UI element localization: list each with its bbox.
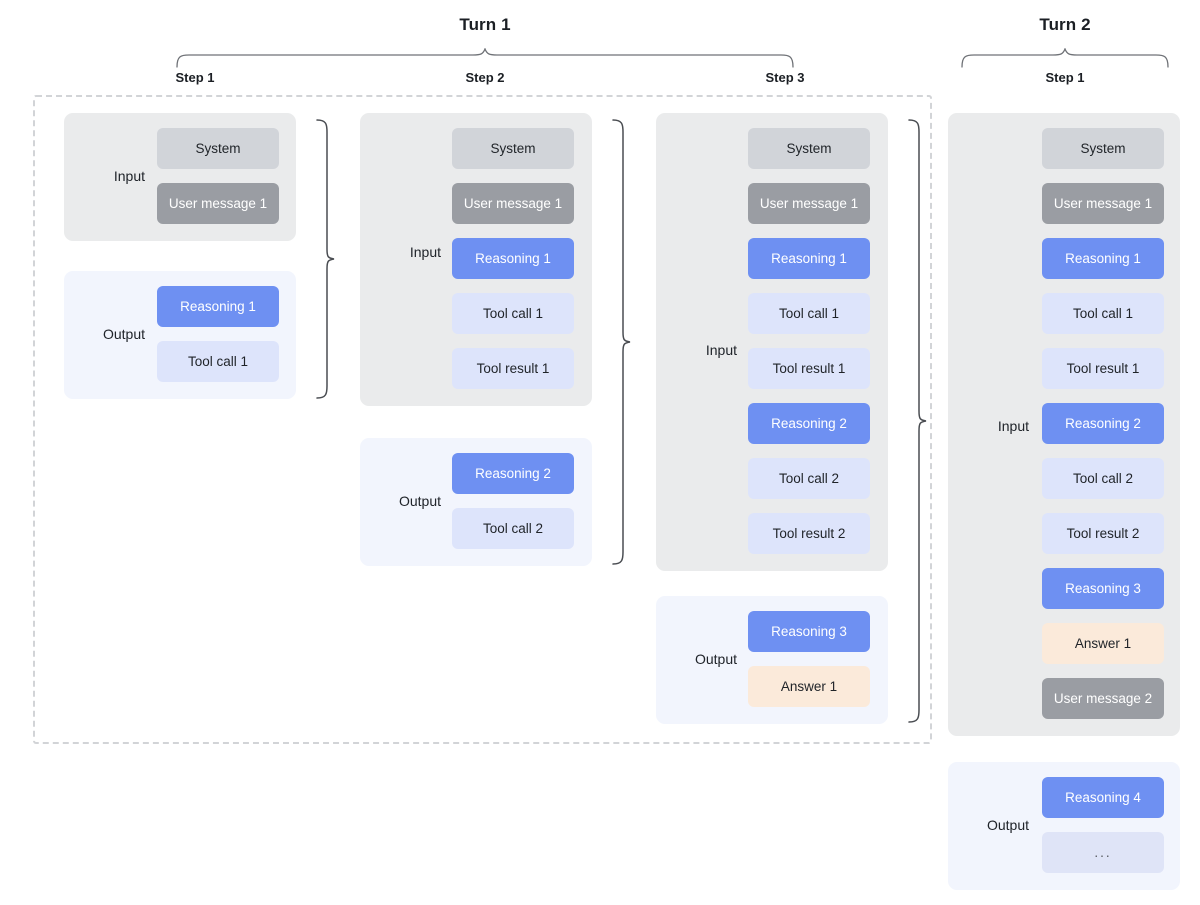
chip-ellipsis[interactable]: ... (1042, 832, 1164, 873)
t1-s1-input-label: Input (113, 168, 145, 184)
chip-user-message[interactable]: User message 1 (748, 183, 870, 224)
chip-reasoning[interactable]: Reasoning 2 (748, 403, 870, 444)
chip-system[interactable]: System (748, 128, 870, 169)
chip-tool-call[interactable]: Tool call 2 (452, 508, 574, 549)
chip-tool-result[interactable]: Tool result 1 (452, 348, 574, 389)
chip-reasoning[interactable]: Reasoning 1 (452, 238, 574, 279)
t1-s3-output-stack: Reasoning 3 Answer 1 (748, 611, 870, 707)
t1-s1-input-stack: System User message 1 (157, 128, 279, 224)
step-label-t2-s1: Step 1 (1045, 70, 1085, 85)
t1-s3-input-label: Input (705, 342, 737, 358)
chip-tool-result[interactable]: Tool result 2 (1042, 513, 1164, 554)
step-label-t1-s2: Step 2 (465, 70, 505, 85)
chip-reasoning[interactable]: Reasoning 3 (1042, 568, 1164, 609)
turn-1-title: Turn 1 (459, 15, 511, 34)
chip-reasoning[interactable]: Reasoning 2 (452, 453, 574, 494)
chip-tool-call[interactable]: Tool call 1 (157, 341, 279, 382)
chip-tool-call[interactable]: Tool call 2 (748, 458, 870, 499)
chip-user-message[interactable]: User message 1 (452, 183, 574, 224)
chip-tool-call[interactable]: Tool call 2 (1042, 458, 1164, 499)
chip-user-message[interactable]: User message 2 (1042, 678, 1164, 719)
chip-user-message[interactable]: User message 1 (1042, 183, 1164, 224)
t1-s1-output-label: Output (102, 326, 145, 342)
turn-1-region (33, 95, 932, 744)
t2-s1-input-stack: System User message 1 Reasoning 1 Tool c… (1042, 128, 1164, 719)
brace-step1-to-step2 (314, 118, 336, 400)
chip-answer[interactable]: Answer 1 (1042, 623, 1164, 664)
turn-2-brace (960, 48, 1170, 68)
chip-system[interactable]: System (1042, 128, 1164, 169)
chip-reasoning[interactable]: Reasoning 1 (1042, 238, 1164, 279)
chip-tool-result[interactable]: Tool result 2 (748, 513, 870, 554)
chip-system[interactable]: System (452, 128, 574, 169)
t1-s2-input-stack: System User message 1 Reasoning 1 Tool c… (452, 128, 574, 389)
step-label-t1-s3: Step 3 (765, 70, 805, 85)
t1-s3-output-label: Output (694, 651, 737, 667)
chip-reasoning[interactable]: Reasoning 1 (748, 238, 870, 279)
chip-user-message[interactable]: User message 1 (157, 183, 279, 224)
t1-s1-output-stack: Reasoning 1 Tool call 1 (157, 286, 279, 382)
turn-1-brace (175, 48, 795, 68)
t1-s2-input-label: Input (409, 244, 441, 260)
chip-tool-call[interactable]: Tool call 1 (452, 293, 574, 334)
brace-turn1-to-turn2 (906, 118, 928, 724)
chip-reasoning[interactable]: Reasoning 2 (1042, 403, 1164, 444)
chip-tool-result[interactable]: Tool result 1 (748, 348, 870, 389)
chip-tool-call[interactable]: Tool call 1 (748, 293, 870, 334)
brace-step2-to-step3 (610, 118, 632, 566)
chip-tool-call[interactable]: Tool call 1 (1042, 293, 1164, 334)
chip-reasoning[interactable]: Reasoning 1 (157, 286, 279, 327)
chip-reasoning[interactable]: Reasoning 4 (1042, 777, 1164, 818)
turn-2-title: Turn 2 (1039, 15, 1091, 34)
chip-system[interactable]: System (157, 128, 279, 169)
chip-answer[interactable]: Answer 1 (748, 666, 870, 707)
step-label-t1-s1: Step 1 (175, 70, 215, 85)
t1-s2-output-label: Output (398, 493, 441, 509)
t2-s1-input-label: Input (997, 418, 1029, 434)
t1-s2-output-stack: Reasoning 2 Tool call 2 (452, 453, 574, 549)
chip-reasoning[interactable]: Reasoning 3 (748, 611, 870, 652)
t2-s1-output-stack: Reasoning 4 ... (1042, 777, 1164, 873)
t2-s1-output-label: Output (986, 817, 1029, 833)
t1-s3-input-stack: System User message 1 Reasoning 1 Tool c… (748, 128, 870, 554)
chip-tool-result[interactable]: Tool result 1 (1042, 348, 1164, 389)
